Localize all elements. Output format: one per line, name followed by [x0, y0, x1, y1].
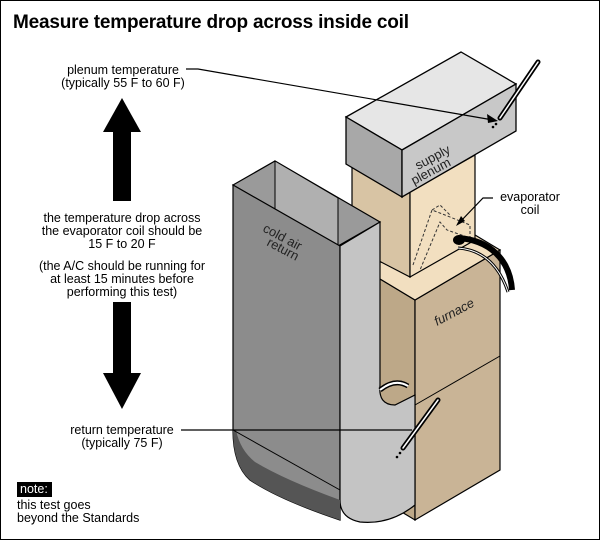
- arrow-up-shaft: [113, 131, 131, 201]
- cold-air-return: cold air return: [231, 160, 416, 523]
- temperature-drop-arrow: [103, 98, 141, 409]
- arrow-up-head: [103, 98, 141, 132]
- plenum-temperature-label: plenum temperature (typically 55 F to 60…: [61, 63, 185, 90]
- temperature-drop-label: the temperature drop across the evaporat…: [41, 211, 203, 251]
- evaporator-coil-leader: [459, 197, 493, 223]
- supply-thermometer-icon: [491, 59, 541, 129]
- supply-plenum: supply plenum: [344, 51, 518, 199]
- note-text: this test goes beyond the Standards: [17, 498, 140, 525]
- refrigerant-lines: [453, 235, 515, 293]
- note-badge: note:: [17, 482, 52, 497]
- arrow-down-head: [103, 373, 141, 409]
- return-thermometer-icon: [395, 397, 441, 459]
- evaporator-coil-label: evaporator coil: [500, 190, 560, 217]
- diagram-title: Measure temperature drop across inside c…: [13, 12, 409, 33]
- plenum-front-face: [401, 82, 517, 199]
- return-temperature-label: return temperature (typically 75 F): [70, 423, 174, 450]
- return-side-face: [339, 220, 416, 523]
- plenum-temperature-leader: [186, 68, 494, 121]
- arrow-down-shaft: [113, 302, 131, 374]
- evaporator-coil-dashed: [412, 209, 471, 271]
- running-note-label: (the A/C should be running for at least …: [38, 259, 206, 299]
